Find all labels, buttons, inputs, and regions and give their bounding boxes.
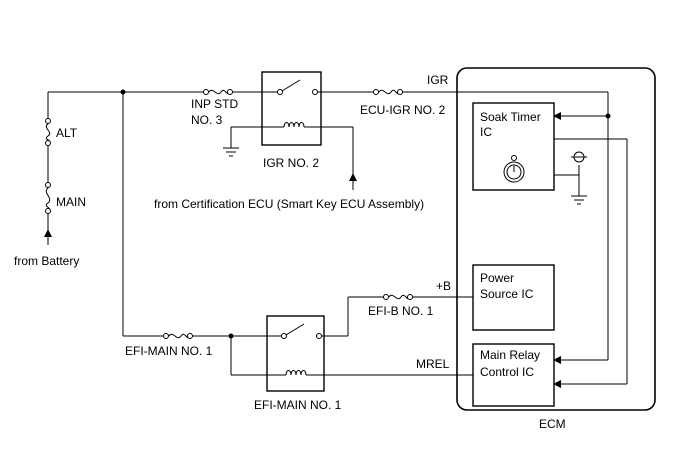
ground-icon — [571, 195, 587, 205]
label-from-cert-ecu: from Certification ECU (Smart Key ECU As… — [154, 197, 424, 211]
label-plus-b: +B — [436, 279, 451, 293]
power-source-ic — [472, 264, 555, 331]
clock-icon — [503, 155, 525, 183]
label-alt: ALT — [56, 126, 78, 140]
main-relay-control-ic — [472, 343, 555, 407]
label-ecm: ECM — [539, 417, 566, 431]
label-efi-main-fuse: EFI-MAIN NO. 1 — [125, 344, 213, 358]
fuse-efi-b — [383, 294, 413, 300]
label-ecu-igr: ECU-IGR NO. 2 — [360, 103, 446, 117]
label-efi-b: EFI-B NO. 1 — [368, 304, 434, 318]
junction-dots — [120, 89, 611, 339]
label-main: MAIN — [56, 195, 86, 209]
relay-igr-no2 — [261, 71, 322, 146]
fuse-efi-main — [163, 333, 193, 339]
fuse-inp-std — [203, 89, 233, 95]
relay-efi-main — [266, 315, 325, 392]
label-igr: IGR — [427, 73, 449, 87]
label-efi-main-relay: EFI-MAIN NO. 1 — [254, 398, 342, 412]
fuse-main — [45, 182, 51, 214]
label-mainrelay-1: Main Relay — [480, 348, 540, 362]
label-inp-std-1: INP STD — [191, 97, 238, 111]
fuse-alt — [45, 118, 51, 146]
label-from-battery: from Battery — [14, 254, 79, 268]
ground-icon — [223, 147, 239, 157]
label-soak-2: IC — [480, 125, 492, 139]
label-soak-1: Soak Timer — [480, 110, 541, 124]
label-power-1: Power — [480, 271, 514, 285]
label-inp-std-2: NO. 3 — [191, 113, 223, 127]
label-igr-relay: IGR NO. 2 — [263, 156, 319, 170]
fuse-ecu-igr — [373, 89, 403, 95]
label-power-2: Source IC — [480, 287, 534, 301]
ecm-box — [456, 67, 656, 411]
circle-bar-icon — [571, 151, 587, 163]
label-mainrelay-2: Control IC — [480, 365, 534, 379]
label-mrel: MREL — [416, 357, 450, 371]
